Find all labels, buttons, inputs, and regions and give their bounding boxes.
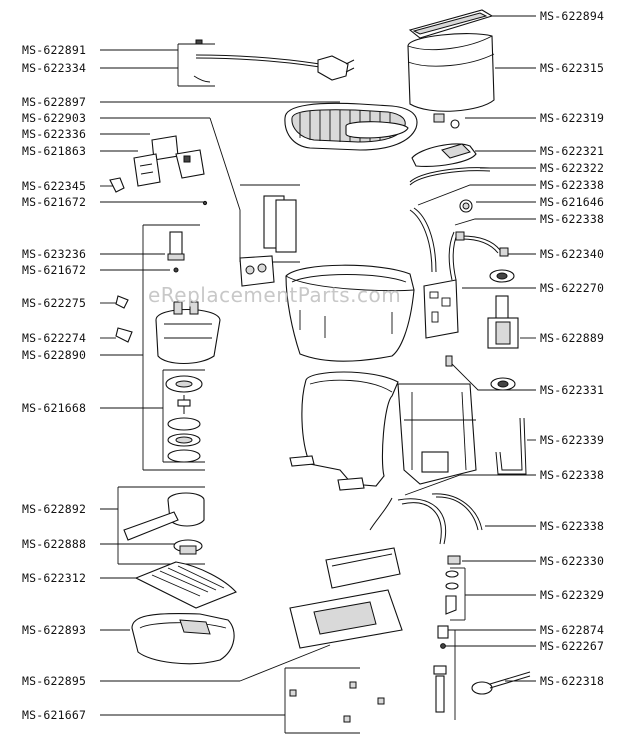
part-label[interactable]: MS-622270 xyxy=(540,281,605,295)
part-label[interactable]: MS-622889 xyxy=(540,331,605,345)
part-label[interactable]: MS-622893 xyxy=(22,623,87,637)
part-label[interactable]: MS-622338 xyxy=(540,519,605,533)
part-label[interactable]: MS-622894 xyxy=(540,9,605,23)
part-label[interactable]: MS-622891 xyxy=(22,43,87,57)
water-tank xyxy=(407,9,495,129)
circuit-board xyxy=(423,279,459,367)
base-feet xyxy=(289,681,385,723)
main-housing xyxy=(285,264,415,362)
drip-grill xyxy=(134,561,237,609)
part-label[interactable]: MS-622892 xyxy=(22,502,87,516)
part-label[interactable]: MS-622336 xyxy=(22,127,87,141)
part-label[interactable]: MS-622888 xyxy=(22,537,87,551)
drip-tray xyxy=(131,613,235,665)
tank-valve-gasket xyxy=(409,143,491,186)
part-label[interactable]: MS-622312 xyxy=(22,571,87,585)
part-label[interactable]: MS-621672 xyxy=(22,195,87,209)
grill-plate-top xyxy=(284,102,418,151)
part-label[interactable]: MS-622334 xyxy=(22,61,87,75)
part-label[interactable]: MS-622903 xyxy=(22,111,87,125)
part-label[interactable]: MS-621646 xyxy=(540,195,605,209)
part-label[interactable]: MS-622315 xyxy=(540,61,605,75)
part-label[interactable]: MS-622890 xyxy=(22,348,87,362)
part-label[interactable]: MS-621672 xyxy=(22,263,87,277)
part-label[interactable]: MS-623236 xyxy=(22,247,87,261)
part-label[interactable]: MS-622319 xyxy=(540,111,605,125)
part-label[interactable]: MS-622274 xyxy=(22,331,87,345)
measuring-spoon xyxy=(471,671,531,695)
part-label[interactable]: MS-622338 xyxy=(540,468,605,482)
part-label[interactable]: MS-621863 xyxy=(22,144,87,158)
body-frame xyxy=(289,371,399,491)
part-label[interactable]: MS-622339 xyxy=(540,433,605,447)
switch-panel-parts xyxy=(109,135,297,287)
pump-assembly xyxy=(487,269,519,391)
silicone-hoses xyxy=(409,199,509,281)
steam-wand-parts xyxy=(433,625,449,713)
base-cover xyxy=(289,547,403,649)
brew-head-parts xyxy=(165,375,203,463)
lower-hoses xyxy=(369,417,527,615)
part-label[interactable]: MS-622275 xyxy=(22,296,87,310)
boiler-group xyxy=(115,231,221,364)
part-label[interactable]: MS-622267 xyxy=(540,639,605,653)
part-label[interactable]: MS-622318 xyxy=(540,674,605,688)
portafilter xyxy=(123,492,205,555)
part-label[interactable]: MS-622330 xyxy=(540,554,605,568)
watermark: eReplacementParts.com xyxy=(148,283,402,307)
part-label[interactable]: MS-622331 xyxy=(540,383,605,397)
leader-lines-left xyxy=(100,43,360,734)
part-label[interactable]: MS-622338 xyxy=(540,178,605,192)
part-label[interactable]: MS-622897 xyxy=(22,95,87,109)
power-cord xyxy=(193,39,355,83)
part-label[interactable]: MS-621668 xyxy=(22,401,87,415)
inner-chassis xyxy=(397,383,477,485)
part-label[interactable]: MS-622322 xyxy=(540,161,605,175)
part-label[interactable]: MS-621667 xyxy=(22,708,87,722)
leader-lines-right xyxy=(404,15,536,720)
part-label[interactable]: MS-622345 xyxy=(22,179,87,193)
part-label[interactable]: MS-622895 xyxy=(22,674,87,688)
part-label[interactable]: MS-622874 xyxy=(540,623,605,637)
part-label[interactable]: MS-622340 xyxy=(540,247,605,261)
part-label[interactable]: MS-622321 xyxy=(540,144,605,158)
part-label[interactable]: MS-622338 xyxy=(540,212,605,226)
part-label[interactable]: MS-622329 xyxy=(540,588,605,602)
